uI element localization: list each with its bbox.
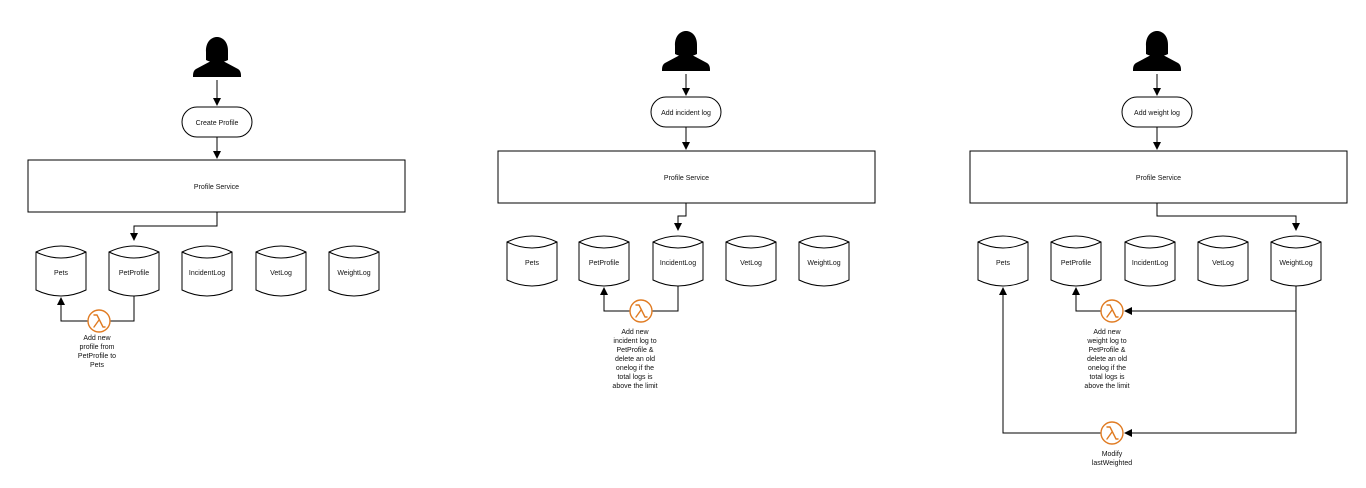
arrow-lambda2-to-pets [999, 287, 1101, 434]
table-petprofile: PetProfile [578, 235, 630, 287]
action-node: Create Profile [181, 106, 253, 138]
service-box: Profile Service [497, 150, 876, 204]
caption-line: total logs is [617, 374, 653, 381]
caption-line: weight log to [1086, 338, 1126, 345]
table-label: WeightLog [1279, 260, 1312, 267]
table-label: VetLog [1212, 260, 1234, 267]
caption-line: total logs is [1089, 374, 1125, 381]
user-icon [1133, 31, 1181, 71]
user-icon [662, 31, 710, 71]
caption-line: Add new [1093, 329, 1121, 336]
table-vetlog: VetLog [1197, 235, 1249, 287]
table-incidentlog: IncidentLog [181, 245, 233, 297]
table-pets: Pets [35, 245, 87, 297]
table-label: Pets [525, 260, 540, 267]
service-label: Profile Service [194, 184, 239, 191]
table-petprofile: PetProfile [108, 245, 160, 297]
table-label: IncidentLog [660, 260, 696, 267]
table-weightlog: WeightLog [1270, 235, 1322, 287]
arrow-service-to-petprofile [130, 212, 218, 241]
lambda-caption: Add new incident log to PetProfile & delete… [612, 329, 657, 390]
table-label: Pets [996, 260, 1011, 267]
action-label: Add incident log [661, 110, 711, 117]
caption-line: Pets [90, 362, 105, 369]
lambda-icon [1100, 421, 1124, 445]
service-box: Profile Service [27, 159, 406, 213]
table-label: PetProfile [589, 260, 619, 267]
caption-line: profile from [79, 344, 114, 351]
caption-line: PetProfile & [617, 347, 654, 354]
service-label: Profile Service [1136, 175, 1181, 182]
line-incidentlog-to-lambda [652, 286, 679, 312]
table-label: WeightLog [337, 270, 370, 277]
caption-line: above the limit [612, 383, 657, 390]
caption-line: Modify [1102, 451, 1123, 458]
lambda-caption: Modify lastWeighted [1092, 451, 1132, 467]
table-label: WeightLog [807, 260, 840, 267]
caption-line: Add new [83, 335, 111, 342]
table-petprofile: PetProfile [1050, 235, 1102, 287]
table-label: VetLog [740, 260, 762, 267]
arrow-service-to-incidentlog [674, 203, 687, 231]
arrow-lambda-to-pets [57, 297, 88, 322]
caption-line: incident log to [613, 338, 656, 345]
caption-line: PetProfile to [78, 353, 116, 360]
arrow-lambda-to-petprofile [600, 287, 630, 312]
table-weightlog: WeightLog [798, 235, 850, 287]
table-label: IncidentLog [189, 270, 225, 277]
action-node: Add weight log [1121, 96, 1193, 128]
caption-line: onelog if the [1088, 365, 1126, 372]
caption-line: delete an old [615, 356, 655, 363]
table-vetlog: VetLog [255, 245, 307, 297]
lambda-icon [629, 299, 653, 323]
service-label: Profile Service [664, 175, 709, 182]
caption-line: PetProfile & [1089, 347, 1126, 354]
table-pets: Pets [506, 235, 558, 287]
service-box: Profile Service [969, 150, 1348, 204]
caption-line: onelog if the [616, 365, 654, 372]
arrow-weightlog-to-lambda2 [1124, 311, 1297, 437]
user-icon [193, 37, 241, 77]
caption-line: above the limit [1084, 383, 1129, 390]
table-vetlog: VetLog [725, 235, 777, 287]
action-label: Create Profile [196, 120, 239, 127]
table-label: PetProfile [119, 270, 149, 277]
line-petprofile-to-lambda [110, 296, 135, 322]
arrow-service-to-weightlog [1156, 203, 1300, 231]
action-label: Add weight log [1134, 110, 1180, 117]
action-node: Add incident log [650, 96, 722, 128]
table-incidentlog: IncidentLog [652, 235, 704, 287]
connectors [57, 74, 1300, 437]
table-label: PetProfile [1061, 260, 1091, 267]
lambda-icon [1100, 299, 1124, 323]
table-weightlog: WeightLog [328, 245, 380, 297]
caption-line: delete an old [1087, 356, 1127, 363]
table-label: VetLog [270, 270, 292, 277]
arrow-weightlog-to-lambda1 [1124, 286, 1297, 315]
arrow-lambda1-to-petprofile [1072, 287, 1101, 312]
table-incidentlog: IncidentLog [1124, 235, 1176, 287]
caption-line: Add new [621, 329, 649, 336]
caption-line: lastWeighted [1092, 460, 1132, 467]
table-label: Pets [54, 270, 69, 277]
lambda-caption: Add new weight log to PetProfile & delete a… [1084, 329, 1129, 390]
table-pets: Pets [977, 235, 1029, 287]
lambda-icon [87, 309, 111, 333]
table-label: IncidentLog [1132, 260, 1168, 267]
